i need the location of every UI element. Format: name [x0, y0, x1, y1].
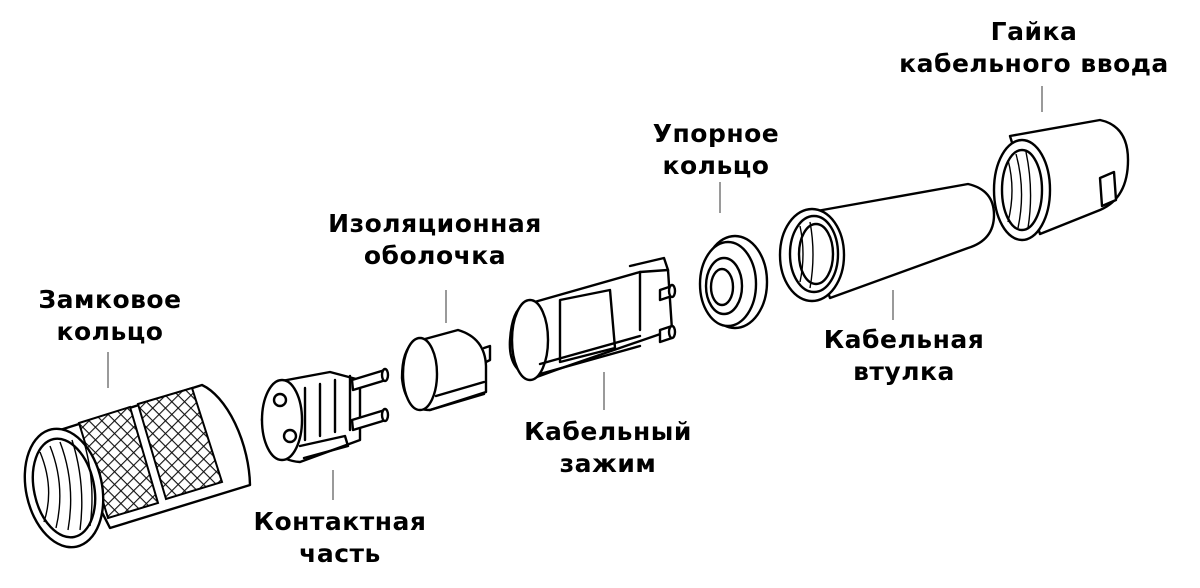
label-cable-clamp: Кабельный зажим: [524, 417, 692, 478]
cable-sleeve-part: [778, 182, 996, 303]
contact-part: [260, 367, 390, 464]
label-contact-part: Контактная часть: [253, 507, 427, 568]
label-cable-sleeve: Кабельная втулка: [823, 325, 985, 386]
label-gland-nut: Гайка кабельного ввода: [899, 17, 1169, 78]
gland-nut-part: [992, 118, 1130, 242]
locking-ring-part: [23, 383, 252, 549]
cable-clamp-part: [508, 256, 677, 382]
label-locking-ring: Замковое кольцо: [38, 285, 182, 346]
label-thrust-ring: Упорное кольцо: [652, 119, 780, 180]
leader-lines: [107, 86, 1043, 500]
insulation-shell-part: [400, 328, 492, 412]
thrust-ring-part: [698, 234, 769, 330]
label-insulation-shell: Изоляционная оболочка: [328, 209, 542, 270]
